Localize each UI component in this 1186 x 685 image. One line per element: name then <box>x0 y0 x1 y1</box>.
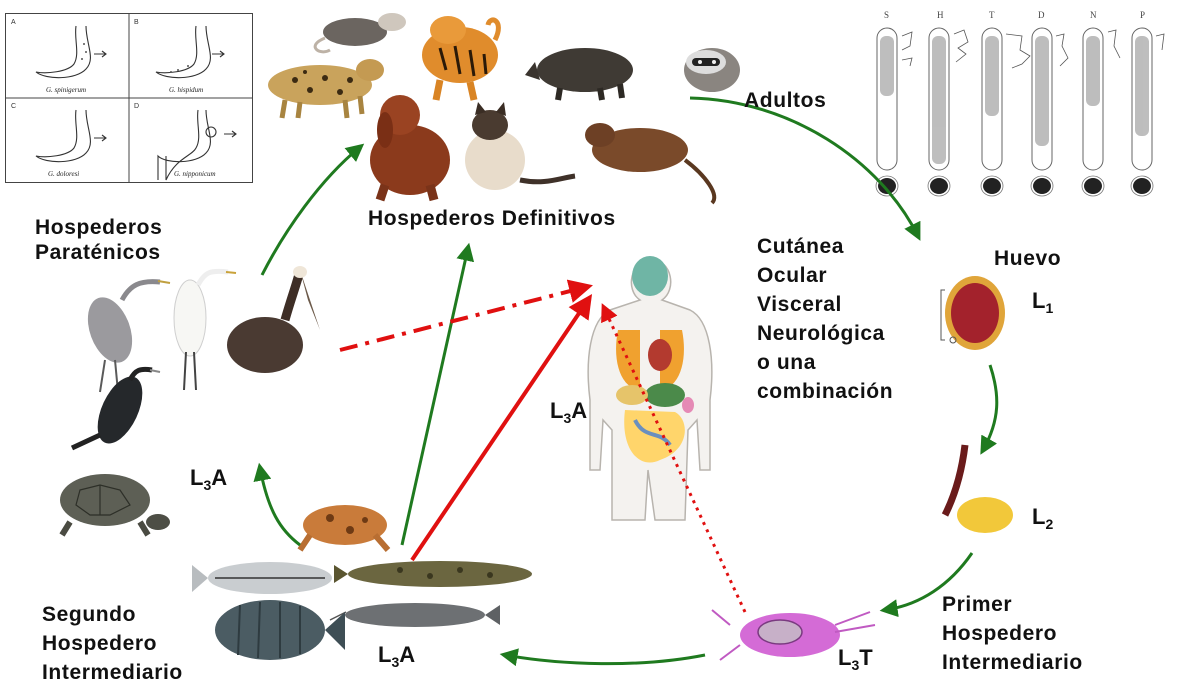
turtle-image <box>60 474 170 535</box>
segundo-line-3: Intermediario <box>42 658 183 685</box>
egg-label: Huevo <box>994 246 1061 271</box>
frog-image <box>300 505 388 550</box>
arrow-paratenic-to-definitive <box>262 147 360 275</box>
egret-image <box>174 271 236 390</box>
form-ocular: Ocular <box>757 261 893 290</box>
goby-fish-image <box>334 561 532 587</box>
stage-l1-label: L1 <box>1032 288 1053 316</box>
first-intermediate-host-label: Primer Hospedero Intermediario <box>942 590 1083 677</box>
primer-line-2: Hospedero <box>942 619 1083 648</box>
segundo-line-1: Segundo <box>42 600 183 629</box>
cormorant-image <box>72 369 160 450</box>
paratenic-hosts-label: Hospederos Paraténicos <box>35 215 162 265</box>
opossum-image <box>315 13 406 52</box>
raccoon-image <box>684 48 740 92</box>
paratenic-line-2: Paraténicos <box>35 240 162 265</box>
arrow-fish-to-human <box>412 300 588 560</box>
human-organs-figure <box>588 256 712 520</box>
dog-image <box>370 95 450 200</box>
form-cutanea: Cutánea <box>757 232 893 261</box>
heron-image <box>80 281 170 392</box>
form-combinacion: combinación <box>757 377 893 406</box>
arrow-fish-to-paratenic <box>260 468 300 545</box>
paratenic-line-1: Hospederos <box>35 215 162 240</box>
catfish-image <box>330 603 500 627</box>
arrow-copepod-to-fish <box>505 655 705 664</box>
stage-l3t-label: L3T <box>838 645 873 673</box>
adults-label: Adultos <box>744 88 826 113</box>
clinical-forms-label: Cutánea Ocular Visceral Neurológica o un… <box>757 232 893 406</box>
arrow-fish-to-definitive <box>402 248 468 545</box>
boar-image <box>525 48 633 100</box>
form-o-una: o una <box>757 348 893 377</box>
pelican-image <box>227 266 320 373</box>
primer-line-3: Intermediario <box>942 648 1083 677</box>
stage-l2-label: L2 <box>1032 504 1053 532</box>
arrow-adult-to-egg <box>690 98 918 236</box>
second-intermediate-host-label: Segundo Hospedero Intermediario <box>42 600 183 685</box>
cat-image <box>465 102 575 190</box>
form-neurologica: Neurológica <box>757 319 893 348</box>
tilapia-fish-image <box>215 600 345 660</box>
arrow-egg-to-l2 <box>983 365 997 450</box>
stage-l3a-left-label: L3A <box>190 465 227 493</box>
definitive-hosts-label: Hospederos Definitivos <box>368 206 616 231</box>
stage-l3a-center-label: L3A <box>550 398 587 426</box>
egg-image <box>941 276 1005 350</box>
ocelot-image <box>268 59 384 118</box>
snook-fish-image <box>192 562 332 594</box>
arrow-paratenic-to-human <box>340 287 586 350</box>
nutria-image <box>585 123 714 203</box>
stage-l3a-bottom-label: L3A <box>378 642 415 670</box>
l2-larva-image <box>945 445 1013 533</box>
primer-line-1: Primer <box>942 590 1083 619</box>
segundo-line-2: Hospedero <box>42 629 183 658</box>
form-visceral: Visceral <box>757 290 893 319</box>
tiger-image <box>422 16 498 100</box>
